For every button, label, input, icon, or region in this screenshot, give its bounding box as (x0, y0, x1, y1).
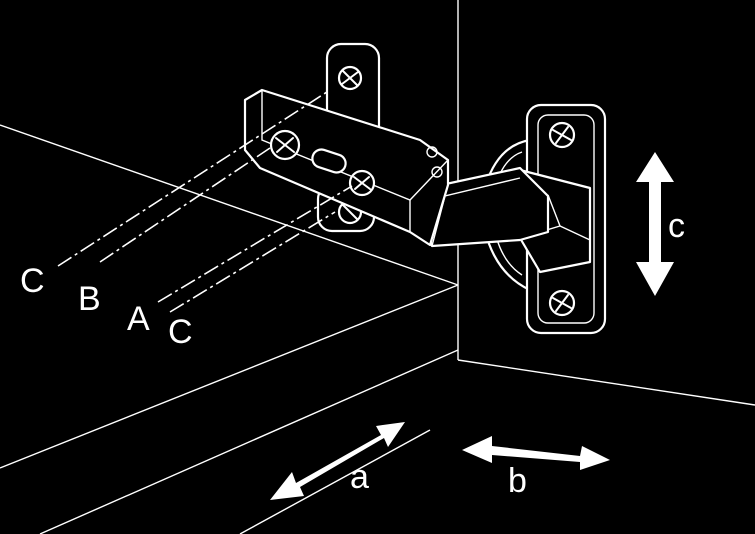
adjustment-arrows (270, 152, 674, 500)
label-c-left: C (20, 262, 45, 300)
double-arrow-icon (462, 436, 610, 470)
leader-lines (57, 89, 353, 313)
label-b-lower: b (508, 462, 527, 500)
label-b: B (78, 280, 101, 318)
adjustment-slot (311, 148, 347, 174)
hinge-arm (416, 166, 550, 248)
label-c-bottom: C (168, 313, 193, 351)
label-a-lower: a (350, 458, 369, 496)
label-c-right: c (668, 207, 685, 245)
label-a-upper: A (127, 300, 150, 338)
double-arrow-icon (270, 422, 405, 500)
double-arrow-icon (636, 152, 674, 296)
